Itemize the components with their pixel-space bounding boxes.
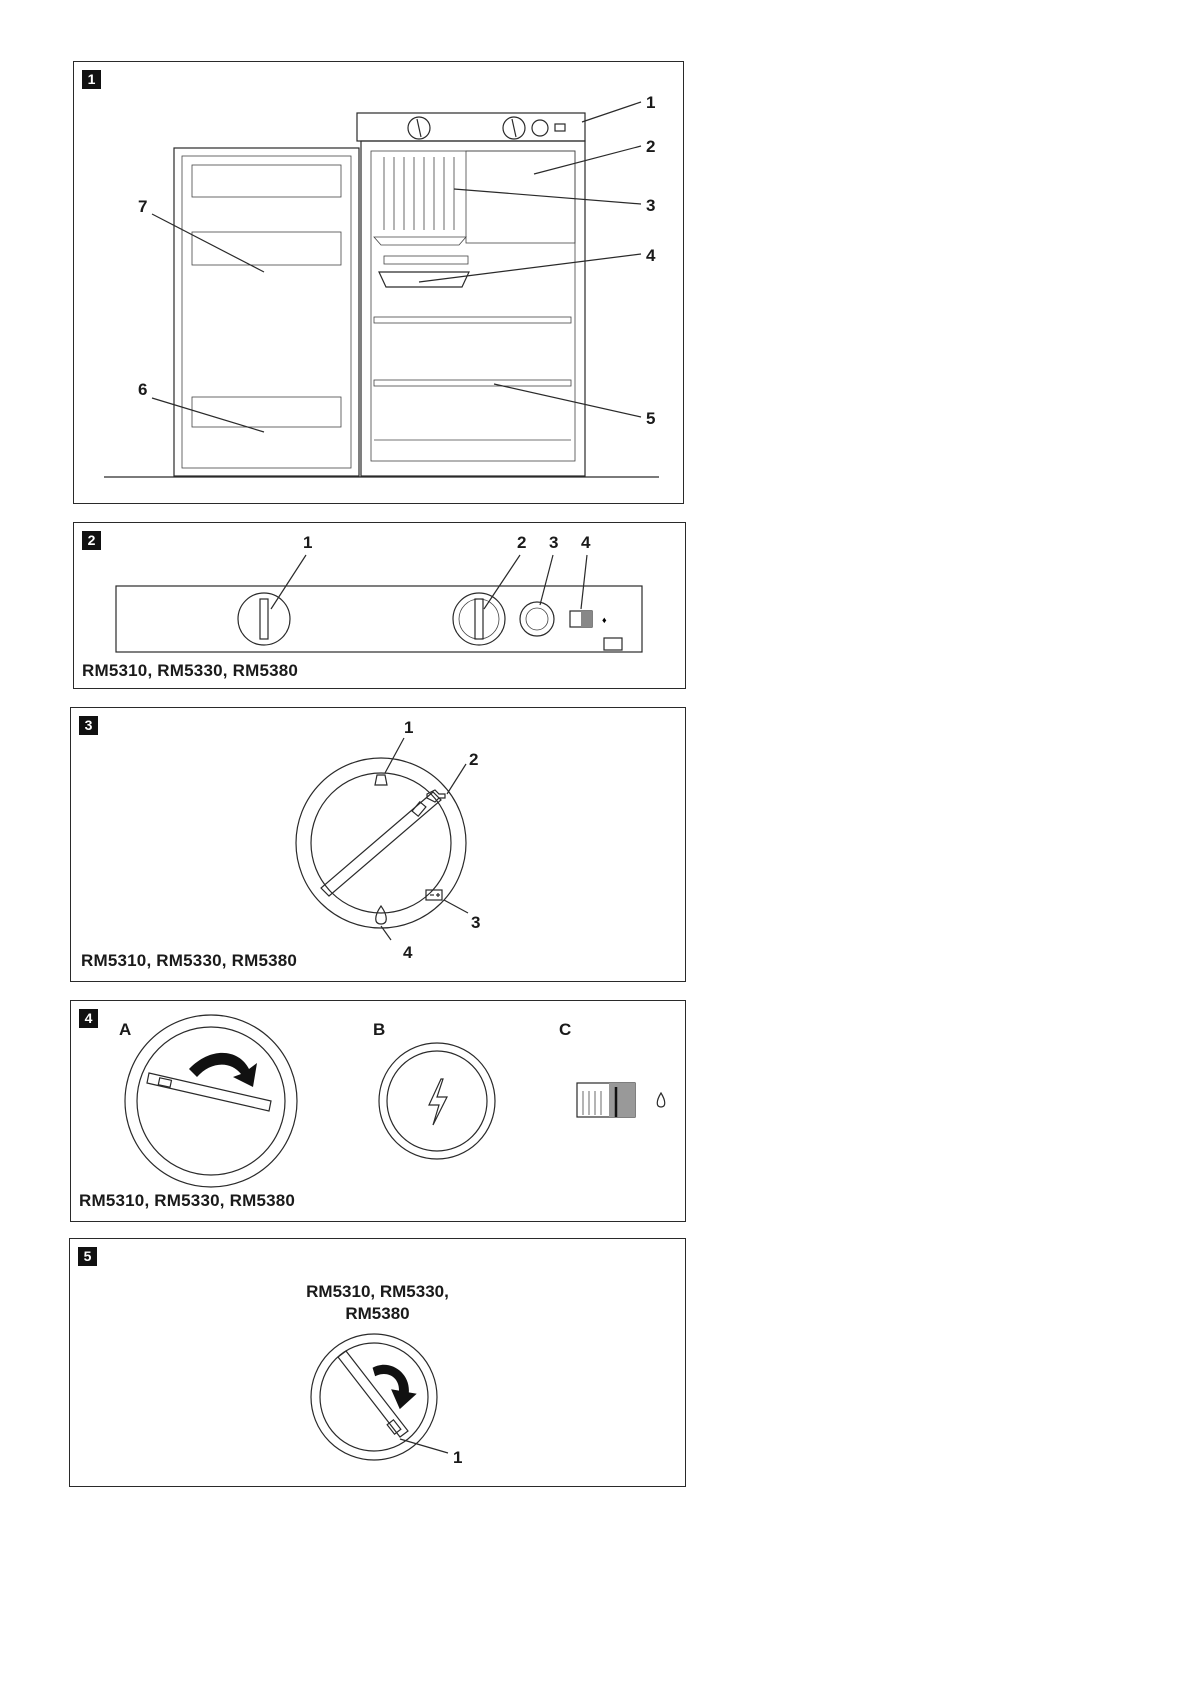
callout-1: 1	[404, 718, 413, 737]
callout-2: 2	[469, 750, 478, 769]
energy-selector-knob	[453, 593, 505, 645]
dial-ring	[311, 1334, 437, 1460]
ignition-button	[520, 602, 554, 636]
figure-2-caption: RM5310, RM5330, RM5380	[82, 661, 298, 681]
callout-4: 4	[646, 246, 656, 265]
callout-2: 2	[517, 533, 526, 552]
callout-2: 2	[646, 137, 655, 156]
figure-2-panel: 2 ♦ 1 2 3 4 RM5310, RM5330, RM5380	[73, 522, 686, 689]
ignition-button	[532, 120, 548, 136]
callout-1: 1	[453, 1448, 462, 1467]
callout-3: 3	[471, 913, 480, 932]
figure-4-caption: RM5310, RM5330, RM5380	[79, 1191, 295, 1211]
gas-flame-icon	[376, 906, 387, 924]
door-shelf-middle	[192, 232, 341, 265]
operation-steps-diagram: A B C	[71, 1001, 687, 1223]
door-shelf-top	[192, 165, 341, 197]
refrigerator-open-diagram: 1 2 3 4 5 6 7	[74, 62, 685, 505]
figure-5-panel: 5 RM5310, RM5330, RM5380 1	[69, 1238, 686, 1487]
cooling-fins	[384, 157, 454, 230]
callout-5: 5	[646, 409, 655, 428]
switch-off-diagram: 1	[70, 1239, 687, 1488]
gas-flame-icon	[657, 1093, 665, 1107]
figure-3-caption: RM5310, RM5330, RM5380	[81, 951, 297, 971]
callout-1: 1	[646, 93, 655, 112]
callout-4: 4	[403, 943, 413, 962]
off-position-icon	[375, 775, 387, 785]
callout-4: 4	[581, 533, 591, 552]
small-label-box	[604, 638, 622, 650]
cabinet-interior	[371, 151, 575, 461]
callout-3: 3	[549, 533, 558, 552]
flame-indicator	[555, 124, 565, 131]
fin-shelf	[374, 237, 466, 245]
figure-4-panel: 4 A B C RM5310, RM5330, RM5380	[70, 1000, 686, 1222]
callout-1: 1	[303, 533, 312, 552]
callout-7: 7	[138, 197, 147, 216]
dial-a-knob	[137, 1027, 285, 1175]
control-panel	[357, 113, 585, 141]
energy-selector-diagram: 1 2 3 4	[71, 708, 687, 983]
figure-3-panel: 3 1 2 3 4 RM5310, RM5330, RM5380	[70, 707, 686, 982]
ignition-button-inner	[387, 1051, 487, 1151]
door-shelf-bottom	[192, 397, 341, 427]
shelf-upper	[374, 317, 571, 323]
thermostat-knob	[238, 593, 290, 645]
shelf-lower	[374, 380, 571, 386]
control-strip	[116, 586, 642, 652]
knob-bar	[321, 792, 441, 896]
callout-3: 3	[646, 196, 655, 215]
ignition-button-outer	[379, 1043, 495, 1159]
gas-flame-icon: ♦	[602, 615, 607, 625]
sublabel-a: A	[119, 1020, 131, 1039]
callout-6: 6	[138, 380, 147, 399]
sublabel-b: B	[373, 1020, 385, 1039]
door-inner	[182, 156, 351, 468]
lightning-icon	[429, 1079, 447, 1125]
cabinet-body	[361, 141, 585, 476]
rotate-arrow-icon	[189, 1053, 257, 1087]
figure-1-panel: 1	[73, 61, 684, 504]
mains-plug-icon	[427, 790, 445, 802]
drip-tray	[379, 272, 469, 287]
sublabel-c: C	[559, 1020, 571, 1039]
selector-ring	[296, 758, 466, 928]
